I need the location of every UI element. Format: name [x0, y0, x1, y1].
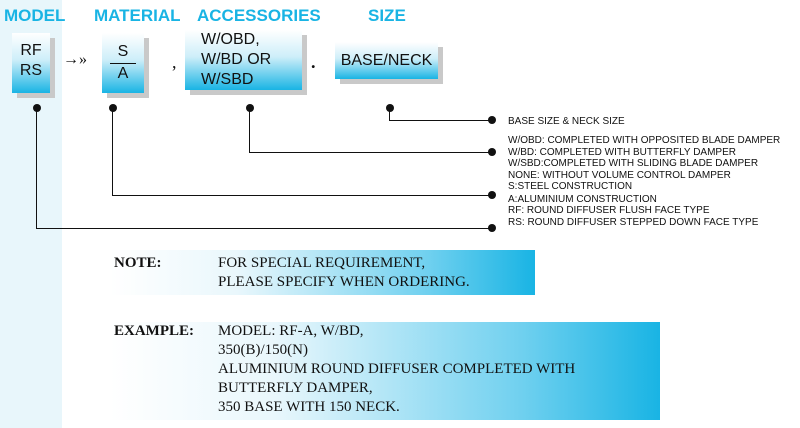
size-line: [389, 108, 390, 120]
legend-item: W/BD: COMPLETED WITH BUTTERFLY DAMPER: [508, 147, 736, 158]
material-line: [112, 108, 113, 195]
acc-bd: W/BD OR: [201, 51, 272, 68]
material-dot: [109, 104, 117, 112]
legend-item: W/SBD:COMPLETED WITH SLIDING BLADE DAMPE…: [508, 158, 759, 169]
note-line: PLEASE SPECIFY WHEN ORDERING.: [218, 274, 470, 290]
accessories-end-dot: [488, 148, 496, 156]
legend-item: NONE: WITHOUT VOLUME CONTROL DAMPER: [508, 170, 731, 181]
example-line: MODEL: RF-A, W/BD,: [218, 323, 364, 339]
model-end-dot: [488, 224, 496, 232]
material-s: S: [117, 43, 129, 60]
model-dot: [33, 104, 41, 112]
note-line: FOR SPECIAL REQUIREMENT,: [218, 255, 426, 271]
example-line: ALUMINIUM ROUND DIFFUSER COMPLETED WITH: [218, 361, 576, 377]
model-rf: RF: [20, 42, 42, 59]
legend-item: S:STEEL CONSTRUCTION: [508, 181, 633, 192]
legend-item: BASE SIZE & NECK SIZE: [508, 116, 625, 127]
material-box: S A: [102, 33, 144, 93]
size-line-h: [389, 120, 492, 121]
legend-item: RF: ROUND DIFFUSER FLUSH FACE TYPE: [508, 205, 710, 216]
model-box: RF RS: [12, 33, 50, 93]
note-label: NOTE:: [114, 255, 162, 271]
accessories-line: [249, 108, 250, 152]
example-label: EXAMPLE:: [114, 323, 194, 339]
header-accessories: ACCESSORIES: [197, 6, 321, 25]
example-line: 350 BASE WITH 150 NECK.: [218, 399, 400, 415]
example-line: 350(B)/150(N): [218, 342, 308, 358]
legend-item: A:ALUMINIUM CONSTRUCTION: [508, 194, 657, 205]
header-model: MODEL: [4, 6, 66, 25]
model-rs: RS: [19, 62, 43, 79]
legend-item: RS: ROUND DIFFUSER STEPPED DOWN FACE TYP…: [508, 217, 759, 228]
accessories-dot: [246, 104, 254, 112]
accessories-line-h: [249, 152, 492, 153]
acc-sbd: W/SBD: [201, 71, 254, 88]
material-a: A: [117, 65, 129, 82]
material-line-h: [112, 195, 492, 196]
fraction-line: [110, 63, 136, 64]
legend-item: W/OBD: COMPLETED WITH OPPOSITED BLADE DA…: [508, 135, 781, 146]
period: .: [311, 52, 316, 72]
acc-obd: W/OBD,: [201, 31, 260, 48]
example-line: BUTTERFLY DAMPER,: [218, 380, 373, 396]
arrow-icon: →»: [63, 51, 87, 68]
header-size: SIZE: [368, 6, 406, 25]
accessories-box: W/OBD, W/BD OR W/SBD: [185, 30, 302, 90]
note-box: NOTE: FOR SPECIAL REQUIREMENT, PLEASE SPE…: [110, 250, 535, 295]
header-material: MATERIAL: [94, 6, 181, 25]
material-end-dot: [488, 191, 496, 199]
example-box: EXAMPLE: MODEL: RF-A, W/BD, 350(B)/150(N…: [110, 322, 660, 420]
size-dot: [386, 104, 394, 112]
model-line-h: [36, 228, 492, 229]
model-line: [36, 108, 37, 228]
comma: ,: [172, 52, 177, 72]
size-box: BASE/NECK: [335, 42, 438, 79]
size-end-dot: [488, 116, 496, 124]
